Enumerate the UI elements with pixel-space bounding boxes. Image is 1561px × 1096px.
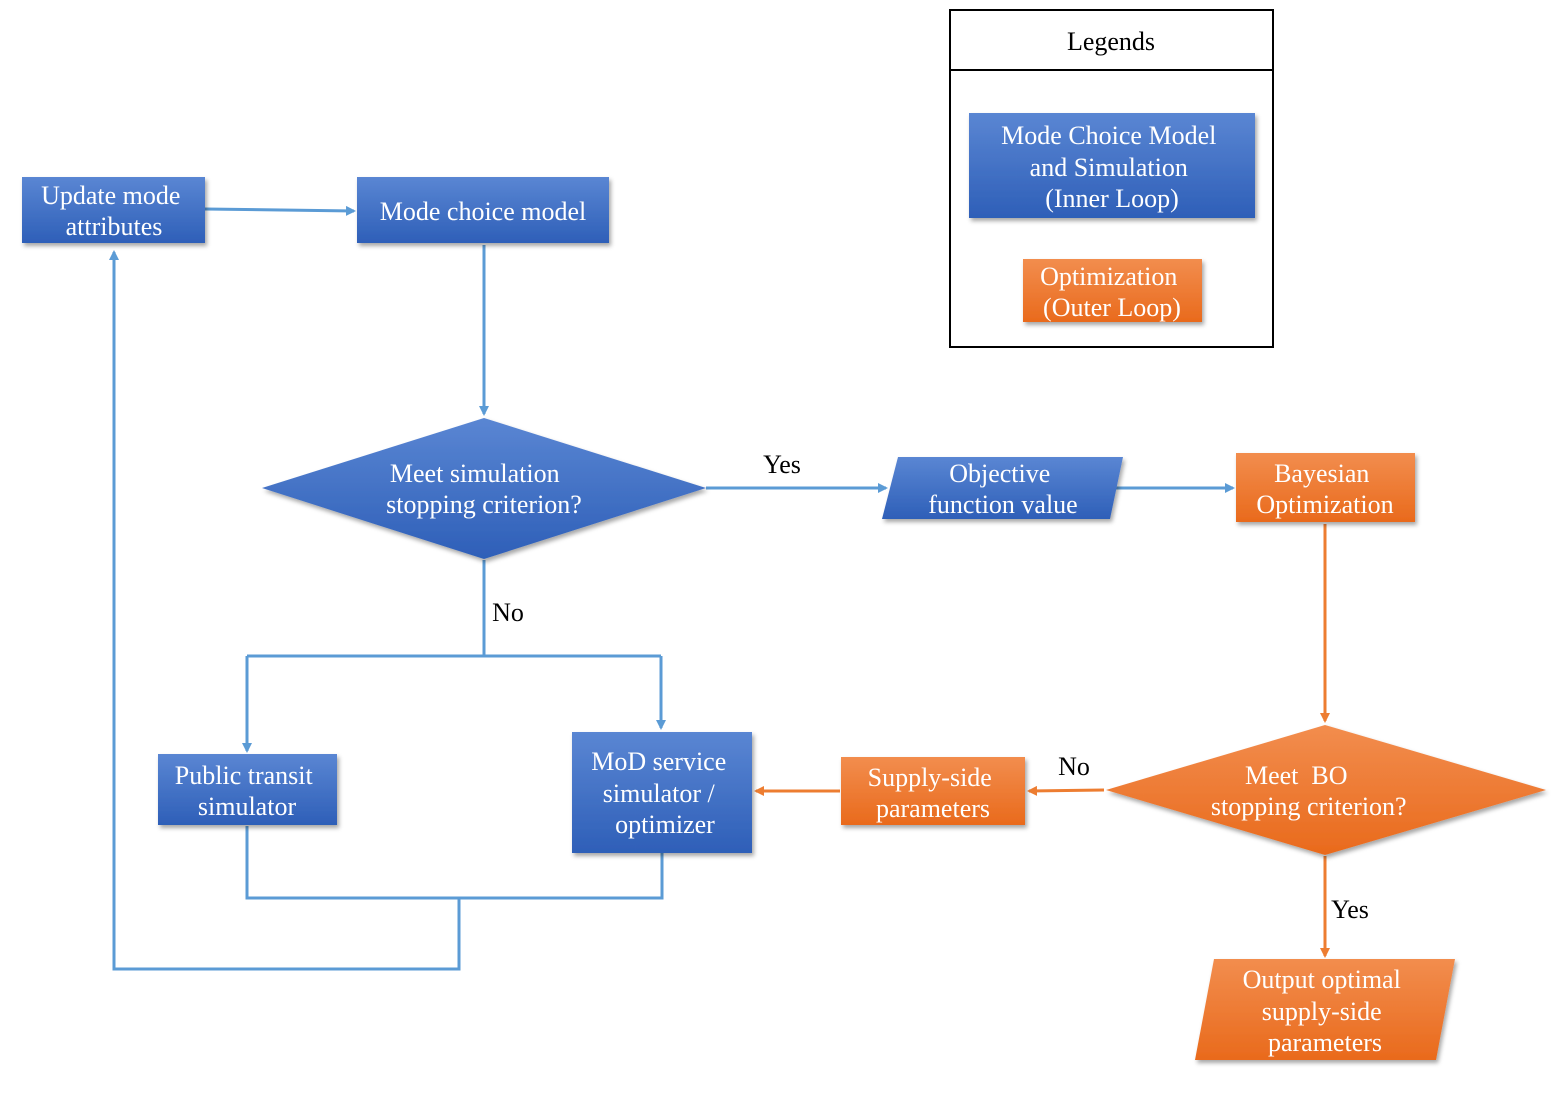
public-transit-line-1: Public transit — [175, 761, 314, 790]
svg-text:Public transit simulator: Public transit simulator — [175, 761, 319, 821]
node-objective-function-value: Objective function value — [882, 457, 1123, 519]
edge-label-sim-yes: Yes — [763, 450, 801, 479]
svg-text:Meet BO stopping criter: Meet BO stopping criterion? — [0, 0, 1439, 821]
svg-text:Supply-side parameters: Supply-side parameters — [868, 763, 999, 823]
update-mode-line-2: attributes — [66, 212, 163, 241]
legend: Legends Mode Choice Model and Simulation… — [949, 9, 1274, 348]
output-optimal-line-1: Output optimal — [1243, 965, 1401, 994]
node-output-optimal: Output optimal supply-side parameters — [1195, 959, 1455, 1060]
legend-outer-line-2: (Outer Loop) — [1043, 293, 1181, 322]
legend-inner-loop-swatch — [969, 113, 1255, 218]
mod-service-line-2: simulator / — [603, 779, 716, 808]
edge-merge-loop — [245, 826, 664, 900]
node-mod-service-simulator: MoD service simulator / optimizer — [572, 732, 752, 853]
legend-title: Legends — [1067, 27, 1155, 56]
sim-stop-line-1: Meet simulation — [390, 459, 560, 488]
objective-line-1: Objective — [949, 459, 1050, 488]
svg-text:Mode choice model: Mode choice model — [380, 197, 587, 226]
bayesian-line-2: Optimization — [1256, 490, 1393, 519]
connectors-blue — [109, 205, 1235, 971]
mode-choice-line-1: Mode choice model — [380, 197, 587, 226]
legend-inner-line-3: (Inner Loop) — [1045, 184, 1179, 213]
connectors-orange — [754, 524, 1330, 958]
legend-inner-line-1: Mode Choice Model — [1001, 121, 1216, 150]
legend-inner-loop-label: Mode Choice Model and Simulation (Inner … — [1001, 121, 1223, 213]
svg-text:Objective function value: Objective function value — [928, 459, 1077, 519]
svg-text:MoD service simulator /: MoD service simulator / optimizer — [591, 747, 733, 839]
edge-label-sim-no: No — [492, 598, 524, 627]
bo-stop-line-1: Meet BO — [1245, 761, 1348, 790]
svg-text:Output optimal supply-si: Output optimal supply-side parameters — [1243, 965, 1408, 1057]
legend-outer-loop-swatch — [1023, 259, 1202, 322]
node-meet-bo-stopping: Meet BO stopping criterion? — [0, 0, 1546, 855]
bo-stop-line-2: stopping criterion? — [1211, 792, 1407, 821]
output-optimal-line-3: parameters — [1268, 1028, 1382, 1057]
svg-text:Bayesian Optimization: Bayesian Optimization — [1256, 459, 1393, 519]
edge-label-bo-yes: Yes — [1331, 895, 1369, 924]
mod-service-line-1: MoD service — [591, 747, 726, 776]
edge-update-to-modechoice — [204, 205, 356, 216]
public-transit-line-2: simulator — [198, 792, 297, 821]
edge-label-bo-no: No — [1058, 752, 1090, 781]
edge-bo-no-to-supply — [1027, 785, 1105, 796]
node-meet-simulation-stopping: Meet simulation stopping criterion? — [262, 418, 706, 559]
mod-service-line-3: optimizer — [615, 810, 715, 839]
svg-text:Update mode attributes: Update mode attributes — [41, 181, 187, 241]
bayesian-line-1: Bayesian — [1274, 459, 1369, 488]
supply-side-line-2: parameters — [876, 794, 990, 823]
update-mode-line-1: Update mode — [41, 181, 180, 210]
legend-outer-loop-label: Optimization (Outer Loop) — [1040, 262, 1184, 322]
legend-outer-line-1: Optimization — [1040, 262, 1177, 291]
output-optimal-line-2: supply-side — [1262, 997, 1382, 1026]
node-supply-side-parameters: Supply-side parameters — [841, 757, 1025, 825]
edge-loop-back — [109, 250, 461, 971]
svg-text:Meet simulation stopping: Meet simulation stopping criterion? — [386, 459, 582, 519]
node-mode-choice-model: Mode choice model — [357, 177, 609, 243]
node-bayesian-optimization: Bayesian Optimization — [1236, 453, 1415, 522]
node-public-transit-simulator: Public transit simulator — [158, 754, 337, 825]
objective-line-2: function value — [928, 490, 1077, 519]
legend-inner-line-2: and Simulation — [1030, 153, 1188, 182]
supply-side-line-1: Supply-side — [868, 763, 992, 792]
node-update-mode-attributes: Update mode attributes — [22, 177, 205, 243]
sim-stop-line-2: stopping criterion? — [386, 490, 582, 519]
